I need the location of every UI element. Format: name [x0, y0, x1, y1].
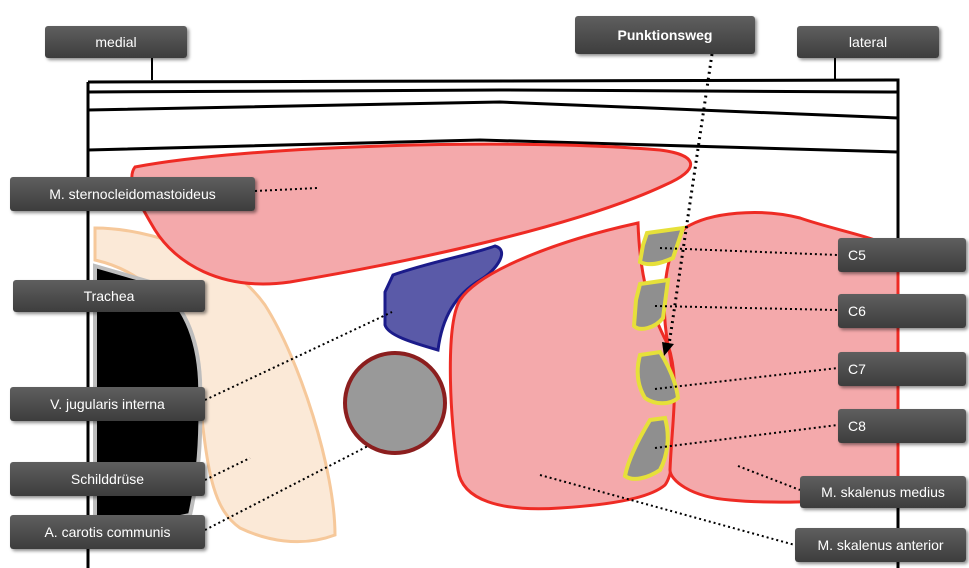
label-lateral: lateral — [797, 26, 939, 58]
vertebra-c6-shape — [634, 280, 668, 329]
skin-layer-1 — [88, 90, 898, 92]
label-c8: C8 — [838, 409, 966, 443]
label-medial: medial — [45, 26, 187, 58]
label-c6: C6 — [838, 294, 966, 328]
label-skalenus-anterior: M. skalenus anterior — [795, 528, 966, 562]
label-c5: C5 — [838, 238, 966, 272]
label-trachea: Trachea — [13, 280, 205, 312]
carotid-artery-shape — [345, 353, 445, 453]
label-carotis-communis: A. carotis communis — [10, 515, 205, 549]
label-skalenus-medius: M. skalenus medius — [800, 476, 966, 508]
label-sternocleidomastoideus: M. sternocleidomastoideus — [10, 177, 255, 211]
skin-layer-2 — [88, 102, 898, 118]
label-jugularis-interna: V. jugularis interna — [10, 387, 205, 421]
label-c7: C7 — [838, 352, 966, 386]
label-schilddruese: Schilddrüse — [10, 462, 205, 496]
label-punktionsweg: Punktionsweg — [575, 16, 755, 54]
